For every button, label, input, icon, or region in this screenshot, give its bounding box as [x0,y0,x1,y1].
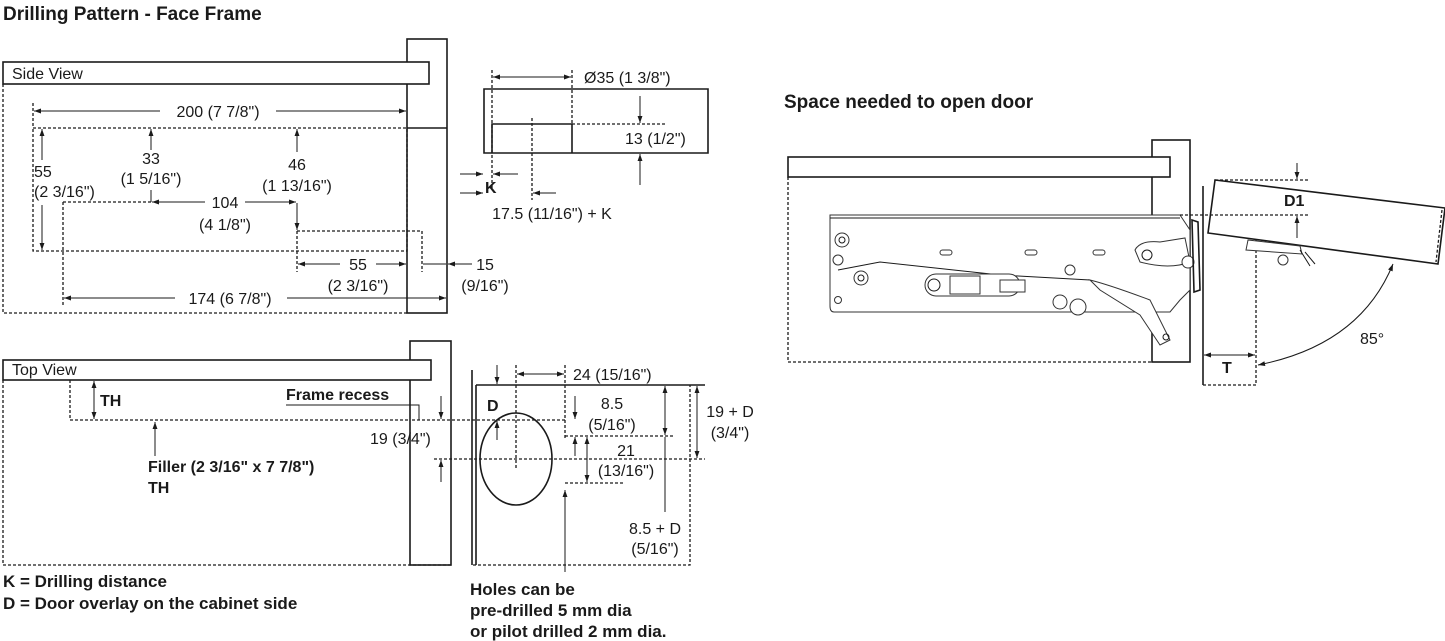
dim-104: 104 [212,195,239,212]
dim-19-plus-d-inch: (3/4") [711,425,750,442]
cup-detail: Ø35 (1 3/8") 13 (1/2") K 17.5 (11/16") +… [460,70,709,223]
holes-note-line-1: Holes can be [470,580,575,599]
dim-33-inch: (1 5/16") [121,171,182,188]
filler-outline [32,127,408,252]
side-view: Side View 200 (7 7/8") 55 (2 3/16") 33 (… [2,38,509,314]
open-door-view: Space needed to open door [784,92,1445,386]
screw-icon [834,232,850,248]
hinge-arm [1088,279,1171,346]
side-view-label: Side View [12,66,83,83]
dim-21-inch: (13/16") [598,463,654,480]
th-label: TH [100,393,121,410]
dim-55-horizontal: 55 [349,257,367,274]
holes-note-line-3: or pilot drilled 2 mm dia. [470,622,666,641]
dim-15-inch: (9/16") [461,278,508,295]
holes-note-line-2: pre-drilled 5 mm dia [470,601,632,620]
dim-33: 33 [142,151,160,168]
dim-d: D [487,398,499,415]
dim-8-5-inch: (5/16") [588,417,635,434]
filler-th-label: TH [148,480,169,497]
dim-55-vertical: 55 [34,164,52,181]
dim-13: 13 (1/2") [625,131,686,148]
legend-d: D = Door overlay on the cabinet side [3,594,297,613]
top-view-bar [2,359,432,381]
side-view-bar [2,61,430,85]
face-frame-top [409,340,452,566]
dim-8-5-plus-d-inch: (5/16") [631,541,678,558]
dim-k: K [485,180,497,197]
page-title: Drilling Pattern - Face Frame [3,4,262,25]
dim-19: 19 (3/4") [370,431,431,448]
cabinet-top-bar [787,156,1171,178]
dim-200: 200 (7 7/8") [176,104,259,121]
opening-angle: 85° [1360,331,1384,348]
dim-8-5: 8.5 [601,396,623,413]
dim-46: 46 [288,157,306,174]
top-view: Top View TH Filler (2 3/16" x 7 7/8") TH… [2,340,705,566]
open-door-title: Space needed to open door [784,92,1034,113]
top-view-label: Top View [12,362,77,379]
legend-k: K = Drilling distance [3,572,167,591]
dim-104-inch: (4 1/8") [199,217,251,234]
hole-detail: D 24 (15/16") 8.5 (5/16") 21 (13/16") 8.… [470,365,754,641]
open-door-panel [1207,179,1445,265]
filler-label: Filler (2 3/16" x 7 7/8") [148,459,314,476]
dim-21: 21 [617,443,635,460]
dim-35-diameter: Ø35 (1 3/8") [584,70,671,87]
dim-174: 174 (6 7/8") [188,291,271,308]
dim-d1: D1 [1284,193,1305,210]
dim-t: T [1222,360,1232,377]
dim-15: 15 [476,257,494,274]
dim-24: 24 (15/16") [573,367,652,384]
dim-55-horizontal-inch: (2 3/16") [328,278,389,295]
dim-55-vertical-inch: (2 3/16") [34,184,95,201]
dim-46-inch: (1 13/16") [262,178,332,195]
dim-8-5-plus-d: 8.5 + D [629,521,681,538]
frame-recess-label: Frame recess [286,387,389,404]
dim-19-plus-d: 19 + D [706,404,754,421]
dim-17-5-plus-k: 17.5 (11/16") + K [492,206,612,223]
